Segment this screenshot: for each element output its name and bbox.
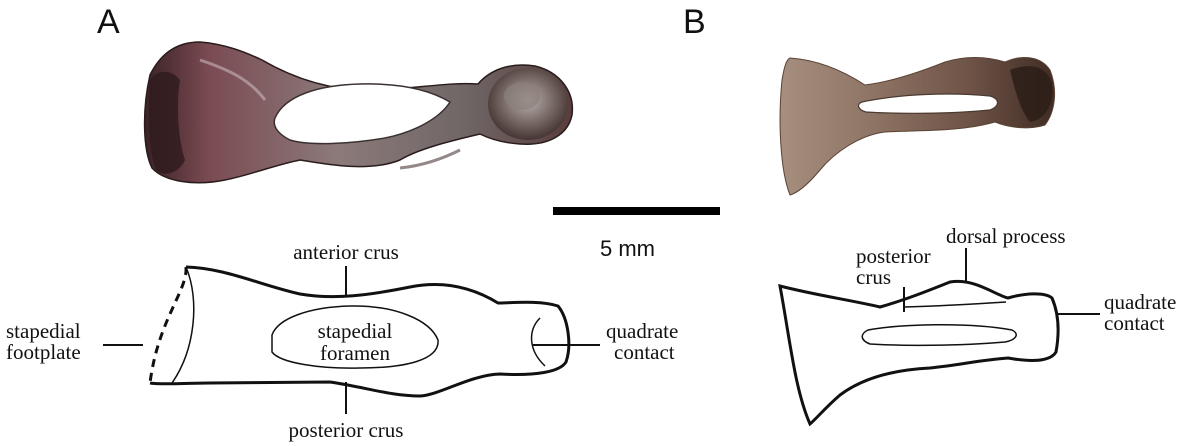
label-stapedial-footplate-line1: stapedial — [6, 321, 81, 342]
drawing-b — [780, 248, 1100, 424]
label-stapedial-foramen-line1: stapedial — [305, 321, 405, 342]
drawing-a-footplate-dashed — [150, 267, 186, 383]
label-quadrate-contact-a-line2: contact — [614, 342, 675, 363]
drawing-b-outline — [780, 281, 1058, 424]
drawing-b-foramen — [862, 325, 1016, 346]
label-stapedial-foramen-line2: foramen — [305, 343, 405, 364]
label-quadrate-contact-b-line2: contact — [1104, 313, 1165, 334]
drawing-b-dorsal-process-base — [905, 302, 1006, 307]
label-anterior-crus: anterior crus — [266, 242, 426, 263]
photo-b-specimen — [780, 57, 1055, 195]
label-posterior-crus-b-line1: posterior — [856, 246, 931, 267]
panel-letter-a: A — [97, 3, 120, 42]
label-stapedial-footplate-line2: footplate — [6, 342, 81, 363]
label-posterior-crus-b-line2: crus — [856, 267, 891, 288]
scale-bar-label: 5 mm — [600, 236, 655, 262]
label-quadrate-contact-a-line1: quadrate — [606, 321, 678, 342]
drawing-a-quadrate-arc — [532, 318, 545, 366]
scale-bar — [553, 207, 720, 215]
label-quadrate-contact-b-line1: quadrate — [1104, 292, 1176, 313]
photo-a-specimen — [145, 42, 573, 183]
panel-letter-b: B — [683, 3, 706, 42]
label-posterior-crus-a: posterior crus — [256, 420, 436, 441]
label-dorsal-process: dorsal process — [946, 226, 1066, 247]
